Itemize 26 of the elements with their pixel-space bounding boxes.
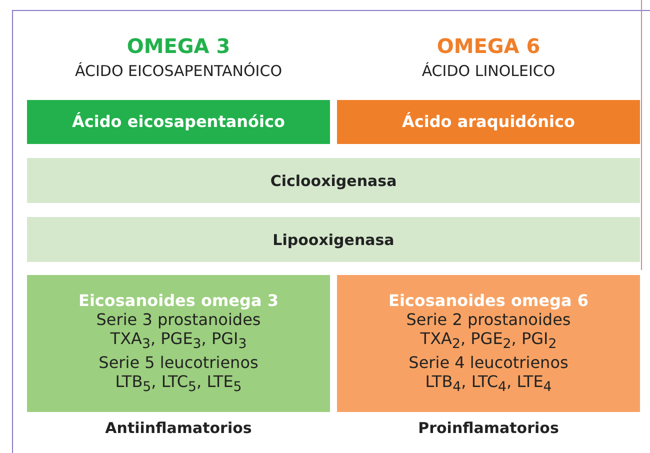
heading-text: Ciclooxigenasa <box>270 172 397 190</box>
column-heading: OMEGA 6 <box>436 34 542 58</box>
heading-text: Eicosanoides omega 6 <box>388 290 588 310</box>
column-heading: OMEGA 3 <box>126 34 232 58</box>
body-text: Serie 3 prostanoides <box>96 310 261 329</box>
column-subheading: ÁCIDO LINOLEICO <box>420 62 556 80</box>
enzyme-substrate-box <box>337 100 640 144</box>
enzyme-band <box>27 217 640 262</box>
heading-text: Ácido araquidónico <box>402 112 575 132</box>
eicosanoid-box <box>337 275 640 412</box>
effect-caption: Proinflamatorios <box>417 419 560 437</box>
body-text: Serie 2 prostanoides <box>406 310 571 329</box>
heading-text: Eicosanoides omega 3 <box>78 290 278 310</box>
enzyme-band <box>27 158 640 203</box>
column-subheading: ÁCIDO EICOSAPENTANÓICO <box>74 62 283 80</box>
body-text: TXA$_{2}$, PGE$_{2}$, PGI$_{2}$ <box>420 328 557 354</box>
body-text: TXA$_{3}$, PGE$_{3}$, PGI$_{3}$ <box>110 328 247 354</box>
body-text: Serie 5 leucotrienos <box>98 353 258 372</box>
eicosanoid-box <box>27 275 330 412</box>
body-text: LTB$_{4}$, LTC$_{4}$, LTE$_{4}$ <box>425 372 552 396</box>
body-text: LTB$_{5}$, LTC$_{5}$, LTE$_{5}$ <box>115 372 242 396</box>
effect-caption: Antiinflamatorios <box>104 419 253 437</box>
heading-text: Lipooxigenasa <box>272 230 394 248</box>
heading-text: Ácido eicosapentanóico <box>72 112 285 132</box>
enzyme-substrate-box <box>27 100 330 144</box>
body-text: Serie 4 leucotrienos <box>408 353 568 372</box>
